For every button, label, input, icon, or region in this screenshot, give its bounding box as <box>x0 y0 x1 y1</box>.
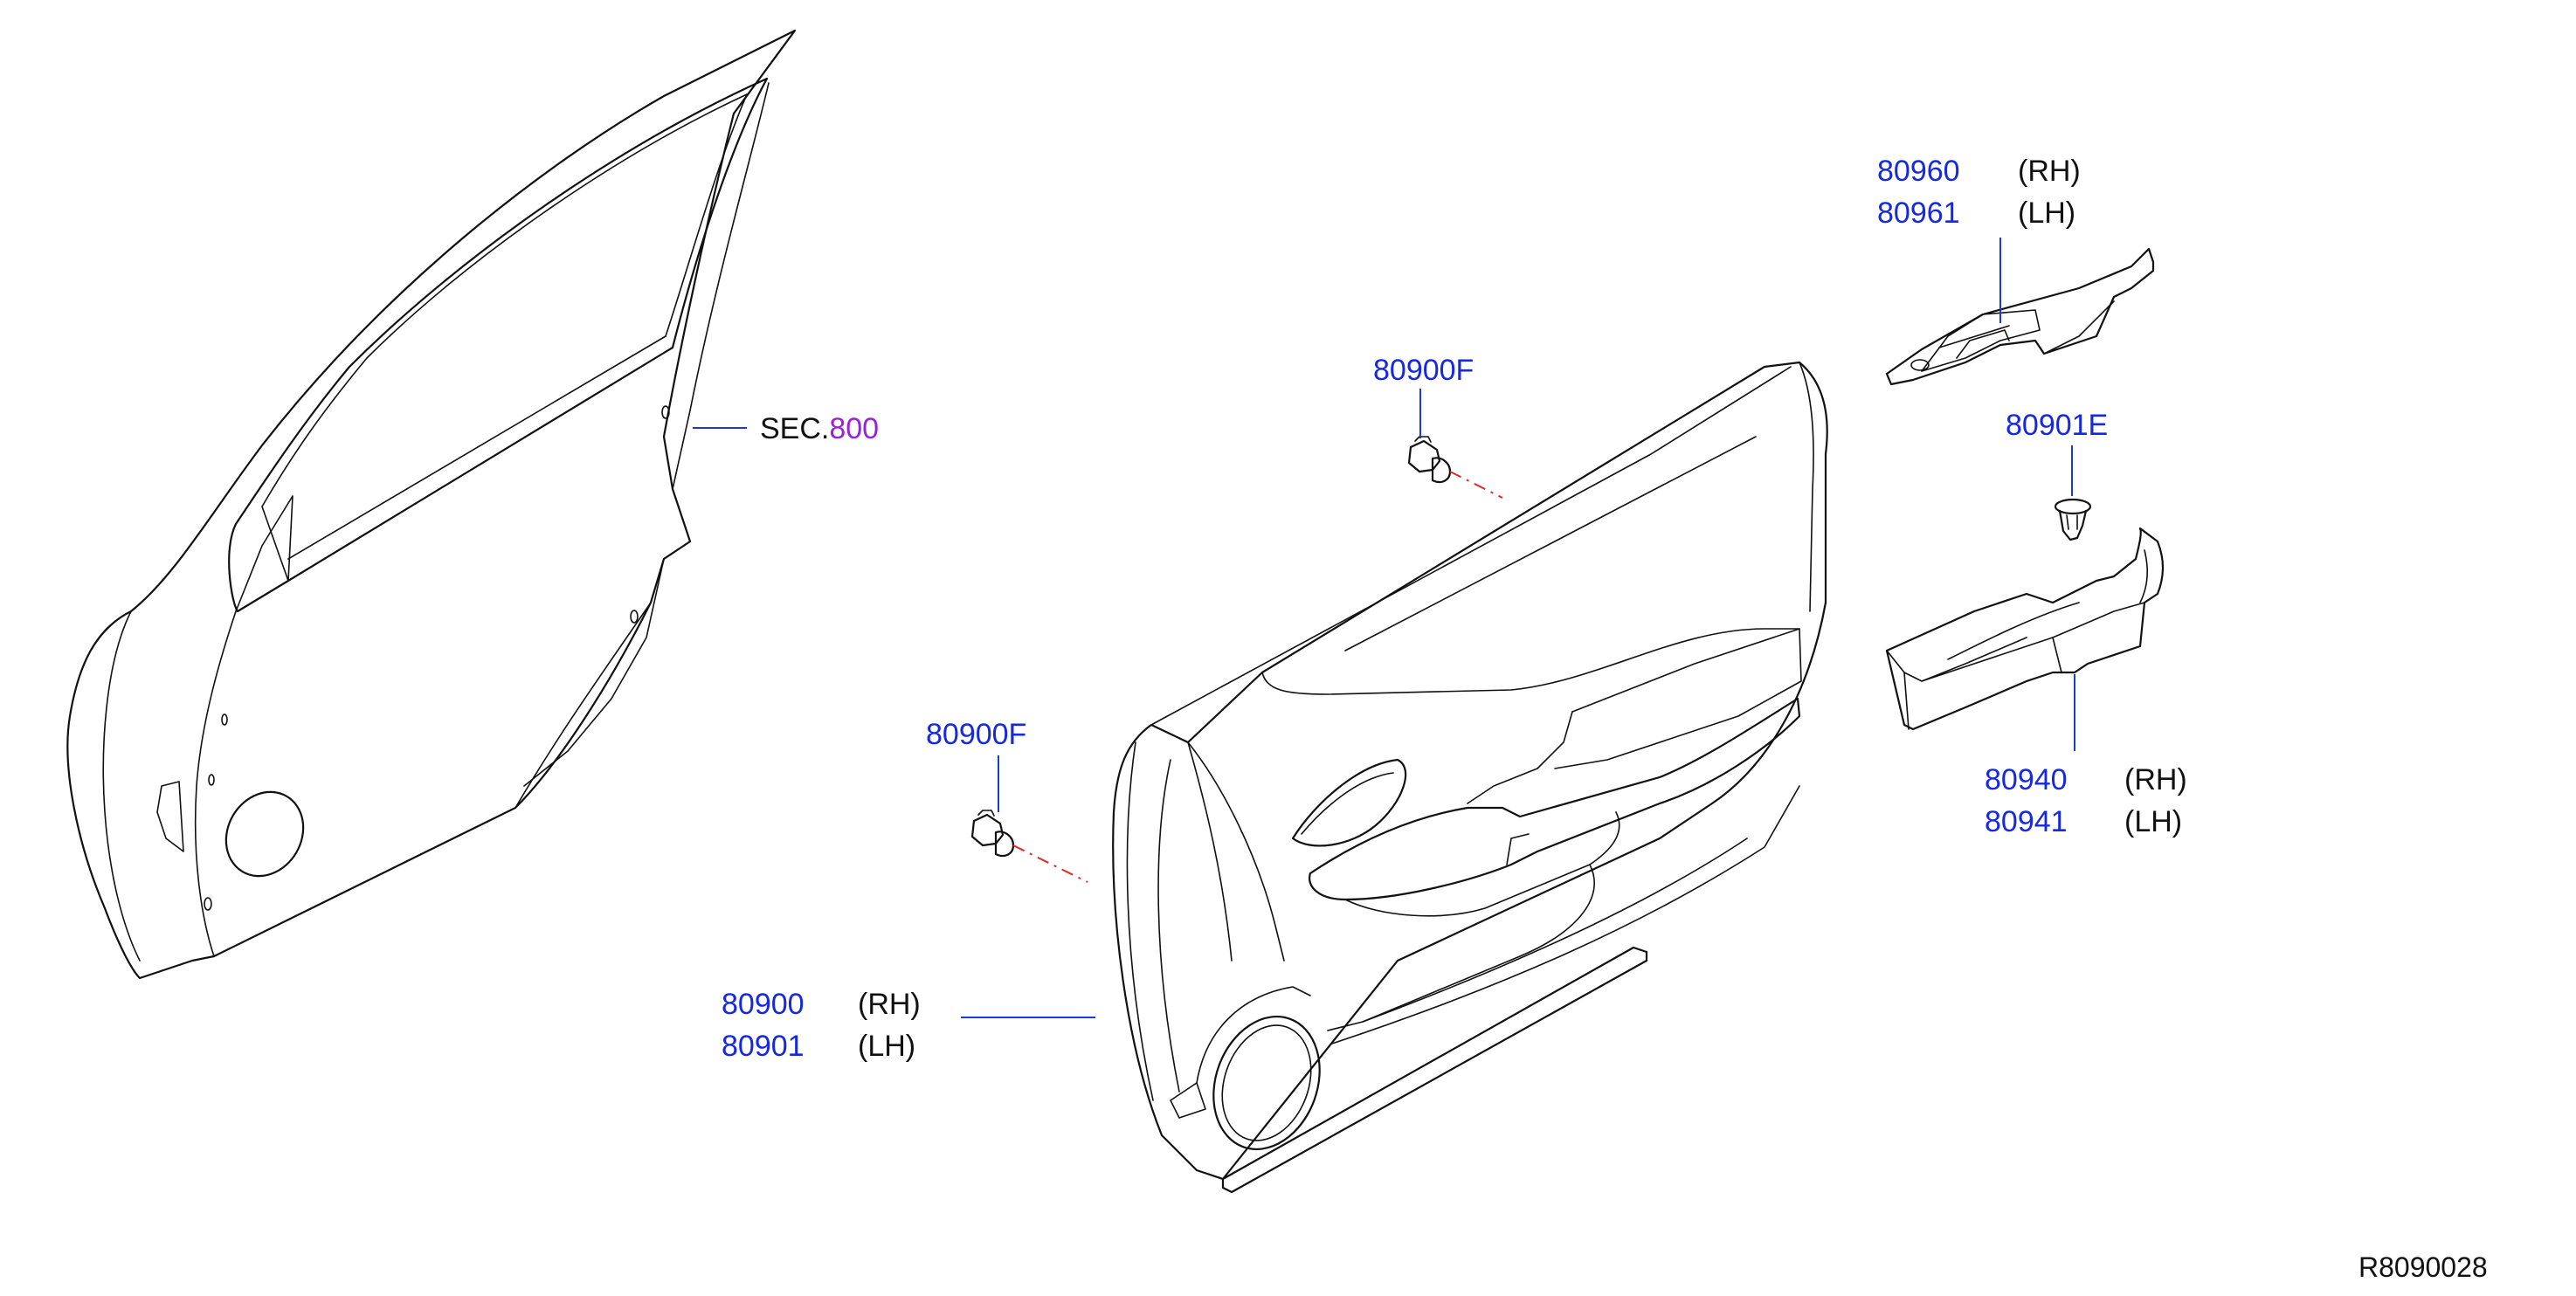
switch-lh-part-number: 80961 <box>1877 196 1960 230</box>
clip-80900f-lower-drawing <box>970 810 1088 883</box>
switch-rh-side: (RH) <box>2018 155 2081 188</box>
clip-80901e-drawing <box>2054 498 2092 541</box>
switch-lh-side: (LH) <box>2018 196 2075 230</box>
trim-lh-side: (LH) <box>858 1030 915 1063</box>
pocket-lh-part-number: 80941 <box>1985 805 2068 838</box>
clip-80900f-upper-drawing <box>1407 436 1503 499</box>
trim-rh-side: (RH) <box>858 988 921 1021</box>
pocket-rh-part-number: 80940 <box>1985 763 2068 796</box>
switch-finisher-drawing <box>1885 247 2155 386</box>
pocket-lh-side: (LH) <box>2124 805 2182 838</box>
switch-rh-part-number: 80960 <box>1877 155 1960 188</box>
clip-e-part-number: 80901E <box>2006 409 2108 442</box>
door-trim-panel-drawing <box>1112 361 1828 1194</box>
sec-number: 800 <box>829 412 879 445</box>
clip-upper-part-number: 80900F <box>1373 354 1474 387</box>
pocket-rh-side: (RH) <box>2124 763 2187 796</box>
door-shell-drawing <box>66 29 797 980</box>
sec-label: SEC.800 <box>760 412 879 445</box>
trim-lh-part-number: 80901 <box>722 1030 805 1063</box>
clip-lower-part-number: 80900F <box>926 718 1026 751</box>
sec-prefix: SEC. <box>760 412 829 445</box>
pocket-drawing <box>1885 527 2165 731</box>
diagram-reference-code: R8090028 <box>2358 1251 2488 1283</box>
trim-rh-part-number: 80900 <box>722 988 805 1021</box>
